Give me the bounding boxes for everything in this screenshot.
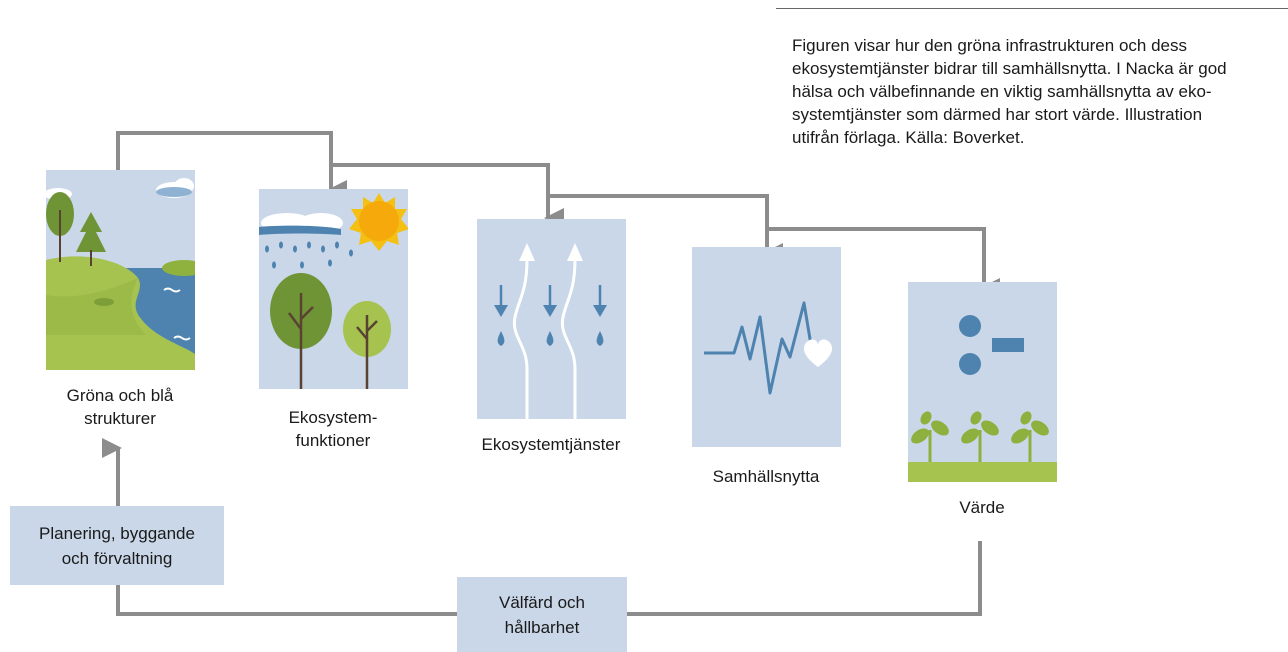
box-planering: Planering, byggande och förvaltning <box>10 506 224 585</box>
label-line: Värde <box>959 498 1005 517</box>
box-line: Planering, byggande <box>39 523 195 543</box>
box-valfard: Välfärd och hållbarhet <box>457 577 627 652</box>
arrow-valfard-to-planering <box>116 585 457 616</box>
water-flow-icon <box>477 219 626 419</box>
label-varde: Värde <box>882 496 1082 519</box>
landscape-icon <box>46 170 195 370</box>
label-line: Gröna och blå <box>66 386 174 405</box>
heartbeat-icon <box>692 247 841 447</box>
label-grona: Gröna och blå strukturer <box>20 384 220 430</box>
label-line: Ekosystem- <box>288 408 378 427</box>
box-line: Välfärd och <box>499 592 585 612</box>
arrow-varde-to-valfard <box>627 541 982 616</box>
label-samhallsnytta: Samhällsnytta <box>666 465 866 488</box>
weather-trees-icon <box>259 189 408 389</box>
caption-line: utifrån förlaga. Källa: Boverket. <box>792 128 1025 147</box>
box-line: hållbarhet <box>504 617 580 637</box>
label-line: strukturer <box>84 409 156 428</box>
caption-line: systemtjänster som därmed har stort värd… <box>792 105 1203 124</box>
caption-rule <box>776 8 1288 9</box>
division-plants-icon <box>908 282 1057 482</box>
caption-line: Figuren visar hur den gröna infrastruktu… <box>792 36 1187 55</box>
label-line: Ekosystemtjänster <box>481 435 621 454</box>
caption-line: ekosystemtjänster bidrar till samhällsny… <box>792 59 1227 78</box>
label-line: funktioner <box>295 431 371 450</box>
caption-line: hälsa och välbefinnande en viktig samhäl… <box>792 82 1212 101</box>
arrow-samhallsnytta-to-varde <box>765 196 1000 298</box>
label-line: Samhällsnytta <box>712 467 820 486</box>
label-tjanster: Ekosystemtjänster <box>451 433 651 456</box>
label-funktioner: Ekosystem- funktioner <box>233 406 433 452</box>
box-line: och förvaltning <box>61 548 173 568</box>
figure-caption: Figuren visar hur den gröna infrastruktu… <box>792 34 1282 149</box>
